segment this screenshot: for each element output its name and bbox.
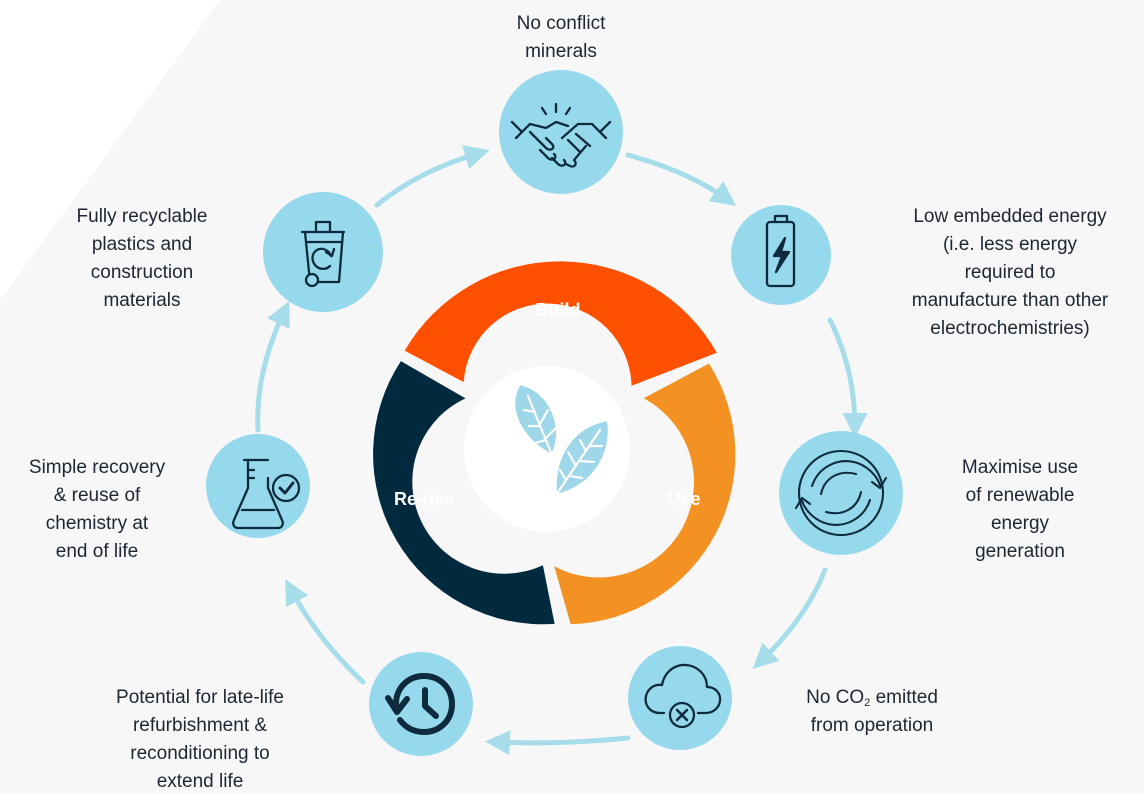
node-co2: [628, 646, 732, 750]
label-line: plastics and: [91, 234, 193, 255]
co2-subscript: 2: [864, 697, 871, 709]
label-line: electrochemistries): [930, 318, 1090, 339]
node-renewable: [779, 431, 903, 555]
label-line: refurbishment &: [132, 715, 268, 736]
label-low-embedded-energy: Low embedded energy (i.e. less energy re…: [875, 203, 1144, 343]
label-line: No CO2 emitted: [772, 684, 972, 712]
node-circles: [206, 70, 903, 756]
node-refurb: [369, 652, 473, 756]
leaves-icon: [513, 382, 611, 497]
node-recovery: [206, 434, 310, 538]
cloud-cross-icon: [644, 663, 722, 729]
label-line: materials: [103, 290, 181, 311]
recycle-bin-icon: [300, 220, 346, 288]
co2-prefix: No CO: [806, 687, 865, 708]
label-line: extend life: [156, 771, 244, 792]
label-line: & reuse of: [53, 485, 141, 506]
label-line: Maximise use: [961, 457, 1079, 478]
segment-reuse: [373, 361, 555, 625]
label-fully-recyclable: Fully recyclable plastics and constructi…: [42, 203, 242, 315]
arrow-recycle-to-conflict: [374, 145, 490, 208]
label-line: construction: [90, 262, 194, 283]
label-build: Build: [536, 300, 581, 320]
label-line: Low embedded energy: [913, 206, 1107, 227]
co2-suffix: emitted: [870, 687, 938, 708]
label-line: chemistry at: [45, 513, 149, 534]
label-line: reconditioning to: [130, 743, 270, 764]
label-line: Simple recovery: [28, 457, 166, 478]
refresh-cycle-icon: [794, 449, 888, 537]
arrow-renewable-to-co2: [752, 567, 828, 669]
label-simple-recovery: Simple recovery & reuse of chemistry at …: [0, 454, 194, 566]
handshake-icon: [510, 102, 612, 168]
label-line: manufacture than other: [911, 290, 1109, 311]
arrow-co2-to-refurb: [485, 730, 631, 756]
arrow-refurb-to-recovery: [285, 579, 366, 685]
segment-use: [554, 363, 736, 625]
node-conflict: [499, 70, 623, 194]
arrow-conflict-to-energy: [625, 152, 737, 206]
label-use: Use: [667, 489, 700, 509]
history-icon: [385, 673, 455, 735]
segment-build: [404, 261, 717, 386]
label-line: generation: [975, 541, 1065, 562]
label-line: from operation: [810, 715, 934, 736]
label-line: Fully recyclable: [76, 206, 208, 227]
label-reuse: Re-use: [394, 489, 454, 509]
label-no-conflict: No conflict minerals: [461, 10, 661, 66]
label-maximise-renewable: Maximise use of renewable energy generat…: [930, 454, 1110, 566]
arrow-recovery-to-recycle: [255, 300, 290, 433]
label-line: (i.e. less energy: [942, 234, 1078, 255]
arrow-energy-to-renewable: [827, 317, 868, 438]
cycle-arrows: [255, 145, 868, 756]
battery-icon: [765, 214, 796, 288]
label-line: end of life: [55, 541, 139, 562]
label-late-life-refurbishment: Potential for late-life refurbishment & …: [70, 684, 330, 796]
label-line: of renewable: [965, 485, 1075, 506]
label-line: energy: [990, 513, 1050, 534]
label-line: Potential for late-life: [116, 687, 284, 708]
label-no-co2: No CO2 emitted from operation: [772, 684, 972, 740]
node-recycle: [263, 192, 383, 312]
label-line: No conflict: [516, 13, 606, 34]
label-line: required to: [964, 262, 1056, 283]
label-line: minerals: [525, 41, 597, 62]
flask-check-icon: [232, 458, 301, 530]
